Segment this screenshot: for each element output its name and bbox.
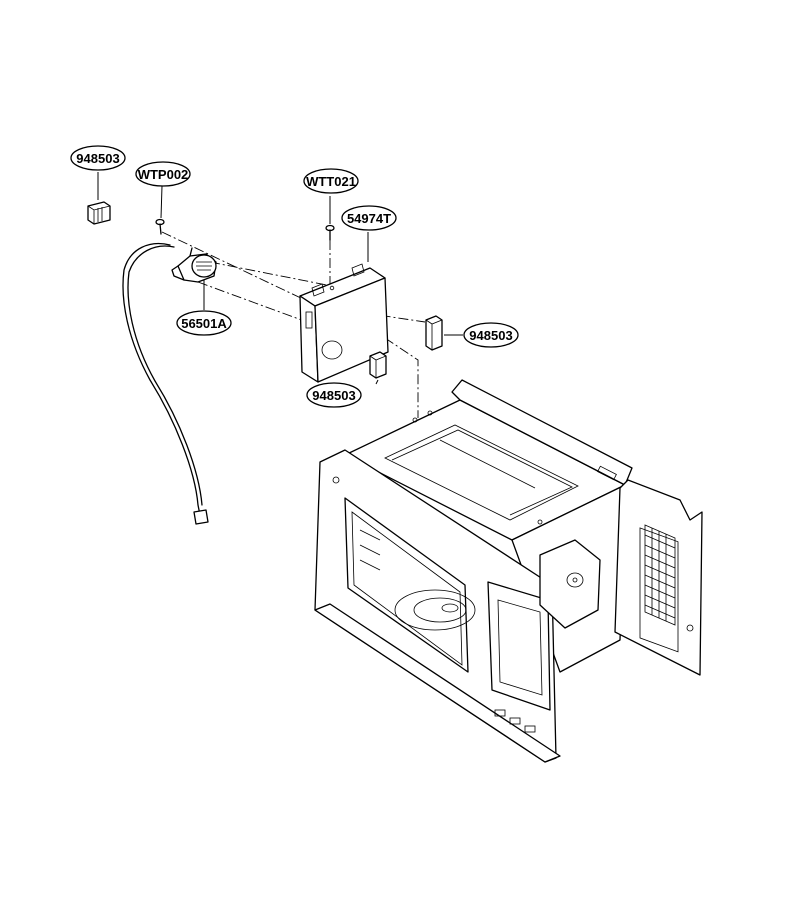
callout-spacer-right[interactable]: 948503: [463, 322, 519, 348]
callout-spacer-bottom[interactable]: 948503: [306, 382, 362, 408]
callout-label: WTT021: [306, 174, 356, 189]
callout-screw-wtp002[interactable]: WTP002: [135, 161, 191, 187]
callout-label: 948503: [76, 151, 119, 166]
oven-cavity-assembly: [314, 379, 703, 763]
bracket-54974t: [299, 263, 389, 383]
spacer-part-2: [425, 315, 443, 351]
callout-label: WTP002: [138, 167, 189, 182]
callout-bracket-54974t[interactable]: 54974T: [341, 205, 397, 231]
callout-label: 948503: [469, 328, 512, 343]
callout-spacer-top-left[interactable]: 948503: [70, 145, 126, 171]
sensor-56501a: [122, 242, 217, 525]
callout-sensor-56501a[interactable]: 56501A: [176, 310, 232, 336]
spacer-part-3: [369, 351, 387, 379]
callout-label: 56501A: [181, 316, 227, 331]
screw-wtt021: [325, 224, 335, 241]
callout-label: 54974T: [347, 211, 391, 226]
vent-grille: [644, 524, 676, 626]
turntable: [394, 589, 476, 631]
callout-screw-wtt021[interactable]: WTT021: [303, 168, 359, 194]
leader-lines: [97, 172, 463, 385]
screw-wtp002: [155, 218, 165, 235]
spacer-part-1: [87, 201, 111, 225]
callout-label: 948503: [312, 388, 355, 403]
